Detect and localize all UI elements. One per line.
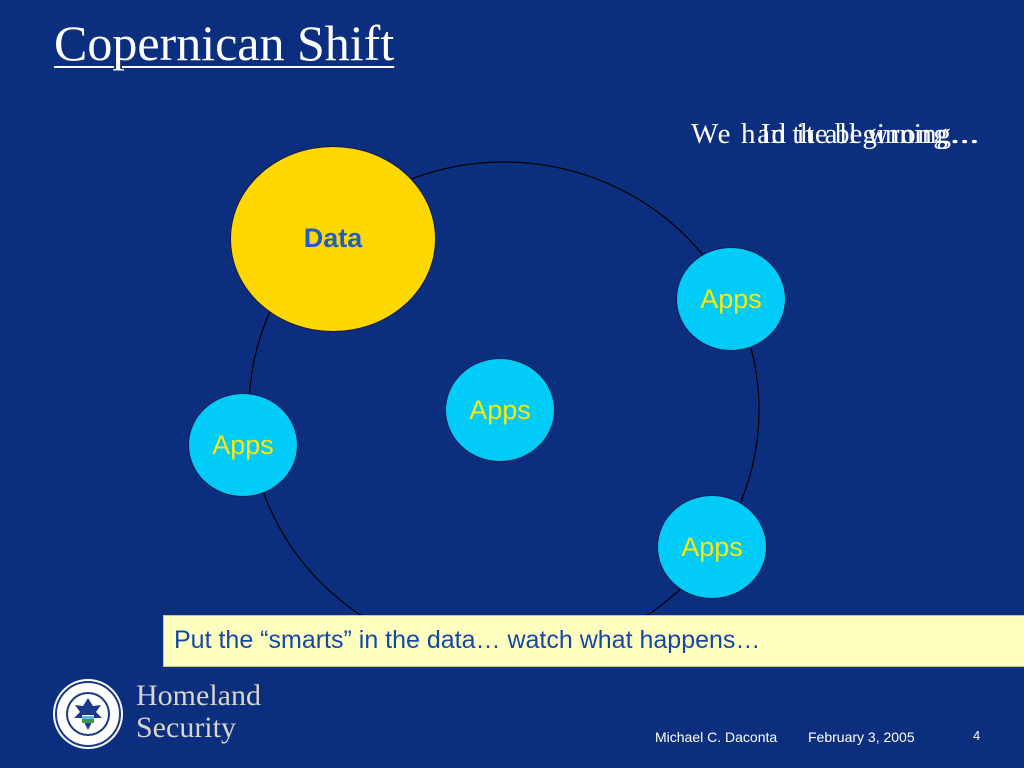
data-circle: Data (230, 146, 436, 332)
data-label: Data (303, 222, 363, 253)
apps-label: Apps (469, 394, 531, 425)
caption-beginning: In the beginning… (760, 118, 980, 150)
page-number: 4 (973, 728, 981, 743)
apps-circle: Apps (657, 495, 767, 599)
homeland-security-logo: Homeland Security (52, 676, 312, 756)
logo-wordmark: Homeland Security (136, 680, 261, 744)
caption-overlap: In the beginning… We had it all wrong… (640, 118, 980, 162)
footer-date: February 3, 2005 (808, 729, 915, 745)
logo-line-1: Homeland (136, 679, 261, 712)
apps-label: Apps (681, 531, 743, 562)
apps-circle: Apps (676, 247, 786, 351)
apps-label: Apps (212, 429, 274, 460)
apps-circle: Apps (445, 358, 555, 462)
slide-title: Copernican Shift (54, 15, 395, 71)
dhs-seal-icon (53, 679, 123, 749)
caption-wrong: We had it all wrong… (691, 118, 980, 150)
apps-label: Apps (700, 283, 762, 314)
logo-line-2: Security (136, 711, 236, 744)
callout-box: Put the “smarts” in the data… watch what… (163, 615, 1024, 667)
footer-author: Michael C. Daconta (655, 729, 778, 745)
apps-circle: Apps (188, 393, 298, 497)
